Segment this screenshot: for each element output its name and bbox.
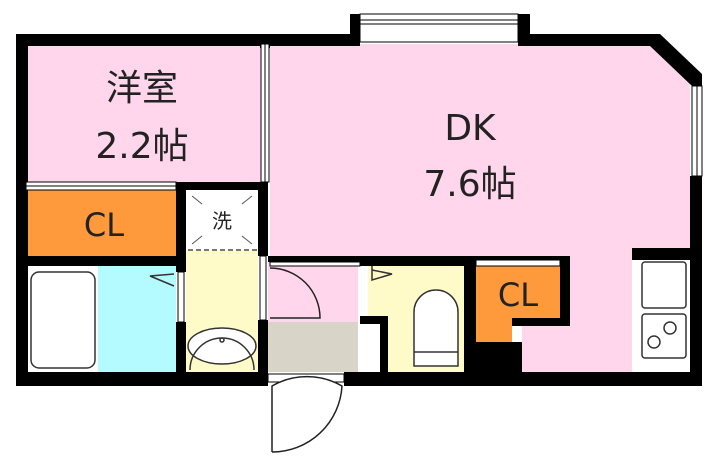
western-room-name: 洋室	[106, 68, 178, 109]
kitchen-sink-icon	[641, 261, 687, 309]
washer-space-area	[186, 190, 258, 250]
dk-area	[270, 44, 690, 372]
wash-door	[259, 255, 267, 321]
room-fills	[26, 44, 690, 372]
toilet-icon	[413, 289, 459, 367]
closet-2-label: CL	[498, 276, 538, 314]
closet-2-door	[475, 259, 561, 267]
bath-area	[98, 266, 176, 372]
washer-label: 洗	[212, 209, 232, 233]
fixtures	[30, 195, 687, 453]
shower-icon	[149, 273, 175, 287]
entrance-area	[268, 322, 358, 372]
stove-icon	[641, 313, 687, 359]
western-room-size: 2.2帖	[95, 126, 188, 167]
hallway-door-swing	[269, 267, 321, 319]
dk-name: DK	[444, 108, 497, 149]
western-room-area	[26, 44, 262, 182]
hallway-door-frame	[269, 261, 361, 267]
bath-door	[177, 271, 185, 323]
shoe-box	[362, 322, 380, 372]
toilet-door-icon	[371, 266, 393, 282]
closet-2-area	[475, 266, 560, 342]
closet-1-label: CL	[84, 206, 124, 244]
dk-size: 7.6帖	[423, 164, 516, 205]
washbasin-icon	[187, 327, 257, 365]
windows	[25, 13, 703, 383]
closet-1-area	[26, 190, 176, 256]
room-labels: 洋室 2.2帖 DK 7.6帖 CL CL 洗	[84, 68, 538, 314]
walls	[16, 14, 702, 386]
window-top	[359, 13, 519, 43]
entrance-door-swing	[271, 375, 343, 453]
bathtub-icon	[30, 271, 96, 369]
